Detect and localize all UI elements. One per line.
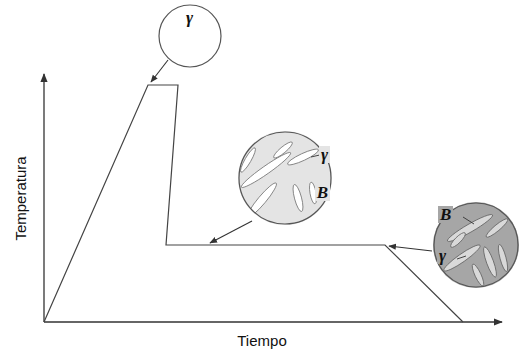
- circle-border: [159, 5, 221, 67]
- leader-line: [457, 256, 466, 259]
- phase-label: B: [315, 184, 330, 201]
- circle-border: [434, 203, 518, 287]
- y-axis-label: Temperatura: [13, 156, 28, 240]
- partial-bainite-grain: [238, 131, 332, 225]
- x-axis-label: Tiempo: [237, 333, 286, 348]
- y-axis: [43, 74, 44, 322]
- pointer-arrow: [210, 221, 252, 243]
- temperature-curve: [44, 85, 463, 322]
- bainite-grain: [433, 202, 519, 288]
- phase-label: B: [438, 206, 453, 223]
- circle-outline: [238, 131, 332, 225]
- microstructure-circle: γB: [238, 131, 332, 225]
- pointer-arrow: [151, 60, 168, 82]
- phase-label: γ: [437, 247, 448, 264]
- circle-border: [239, 132, 331, 224]
- microstructure-circle: γ: [158, 4, 222, 68]
- microstructure-circle: Bγ: [433, 202, 519, 288]
- bainite-plates: [238, 140, 319, 219]
- phase-label: γ: [184, 9, 195, 26]
- austenite-grain: [158, 4, 222, 68]
- x-axis: [44, 321, 502, 322]
- phase-label: γ: [319, 146, 330, 163]
- leader-line: [463, 217, 474, 224]
- pointer-arrow: [389, 246, 432, 251]
